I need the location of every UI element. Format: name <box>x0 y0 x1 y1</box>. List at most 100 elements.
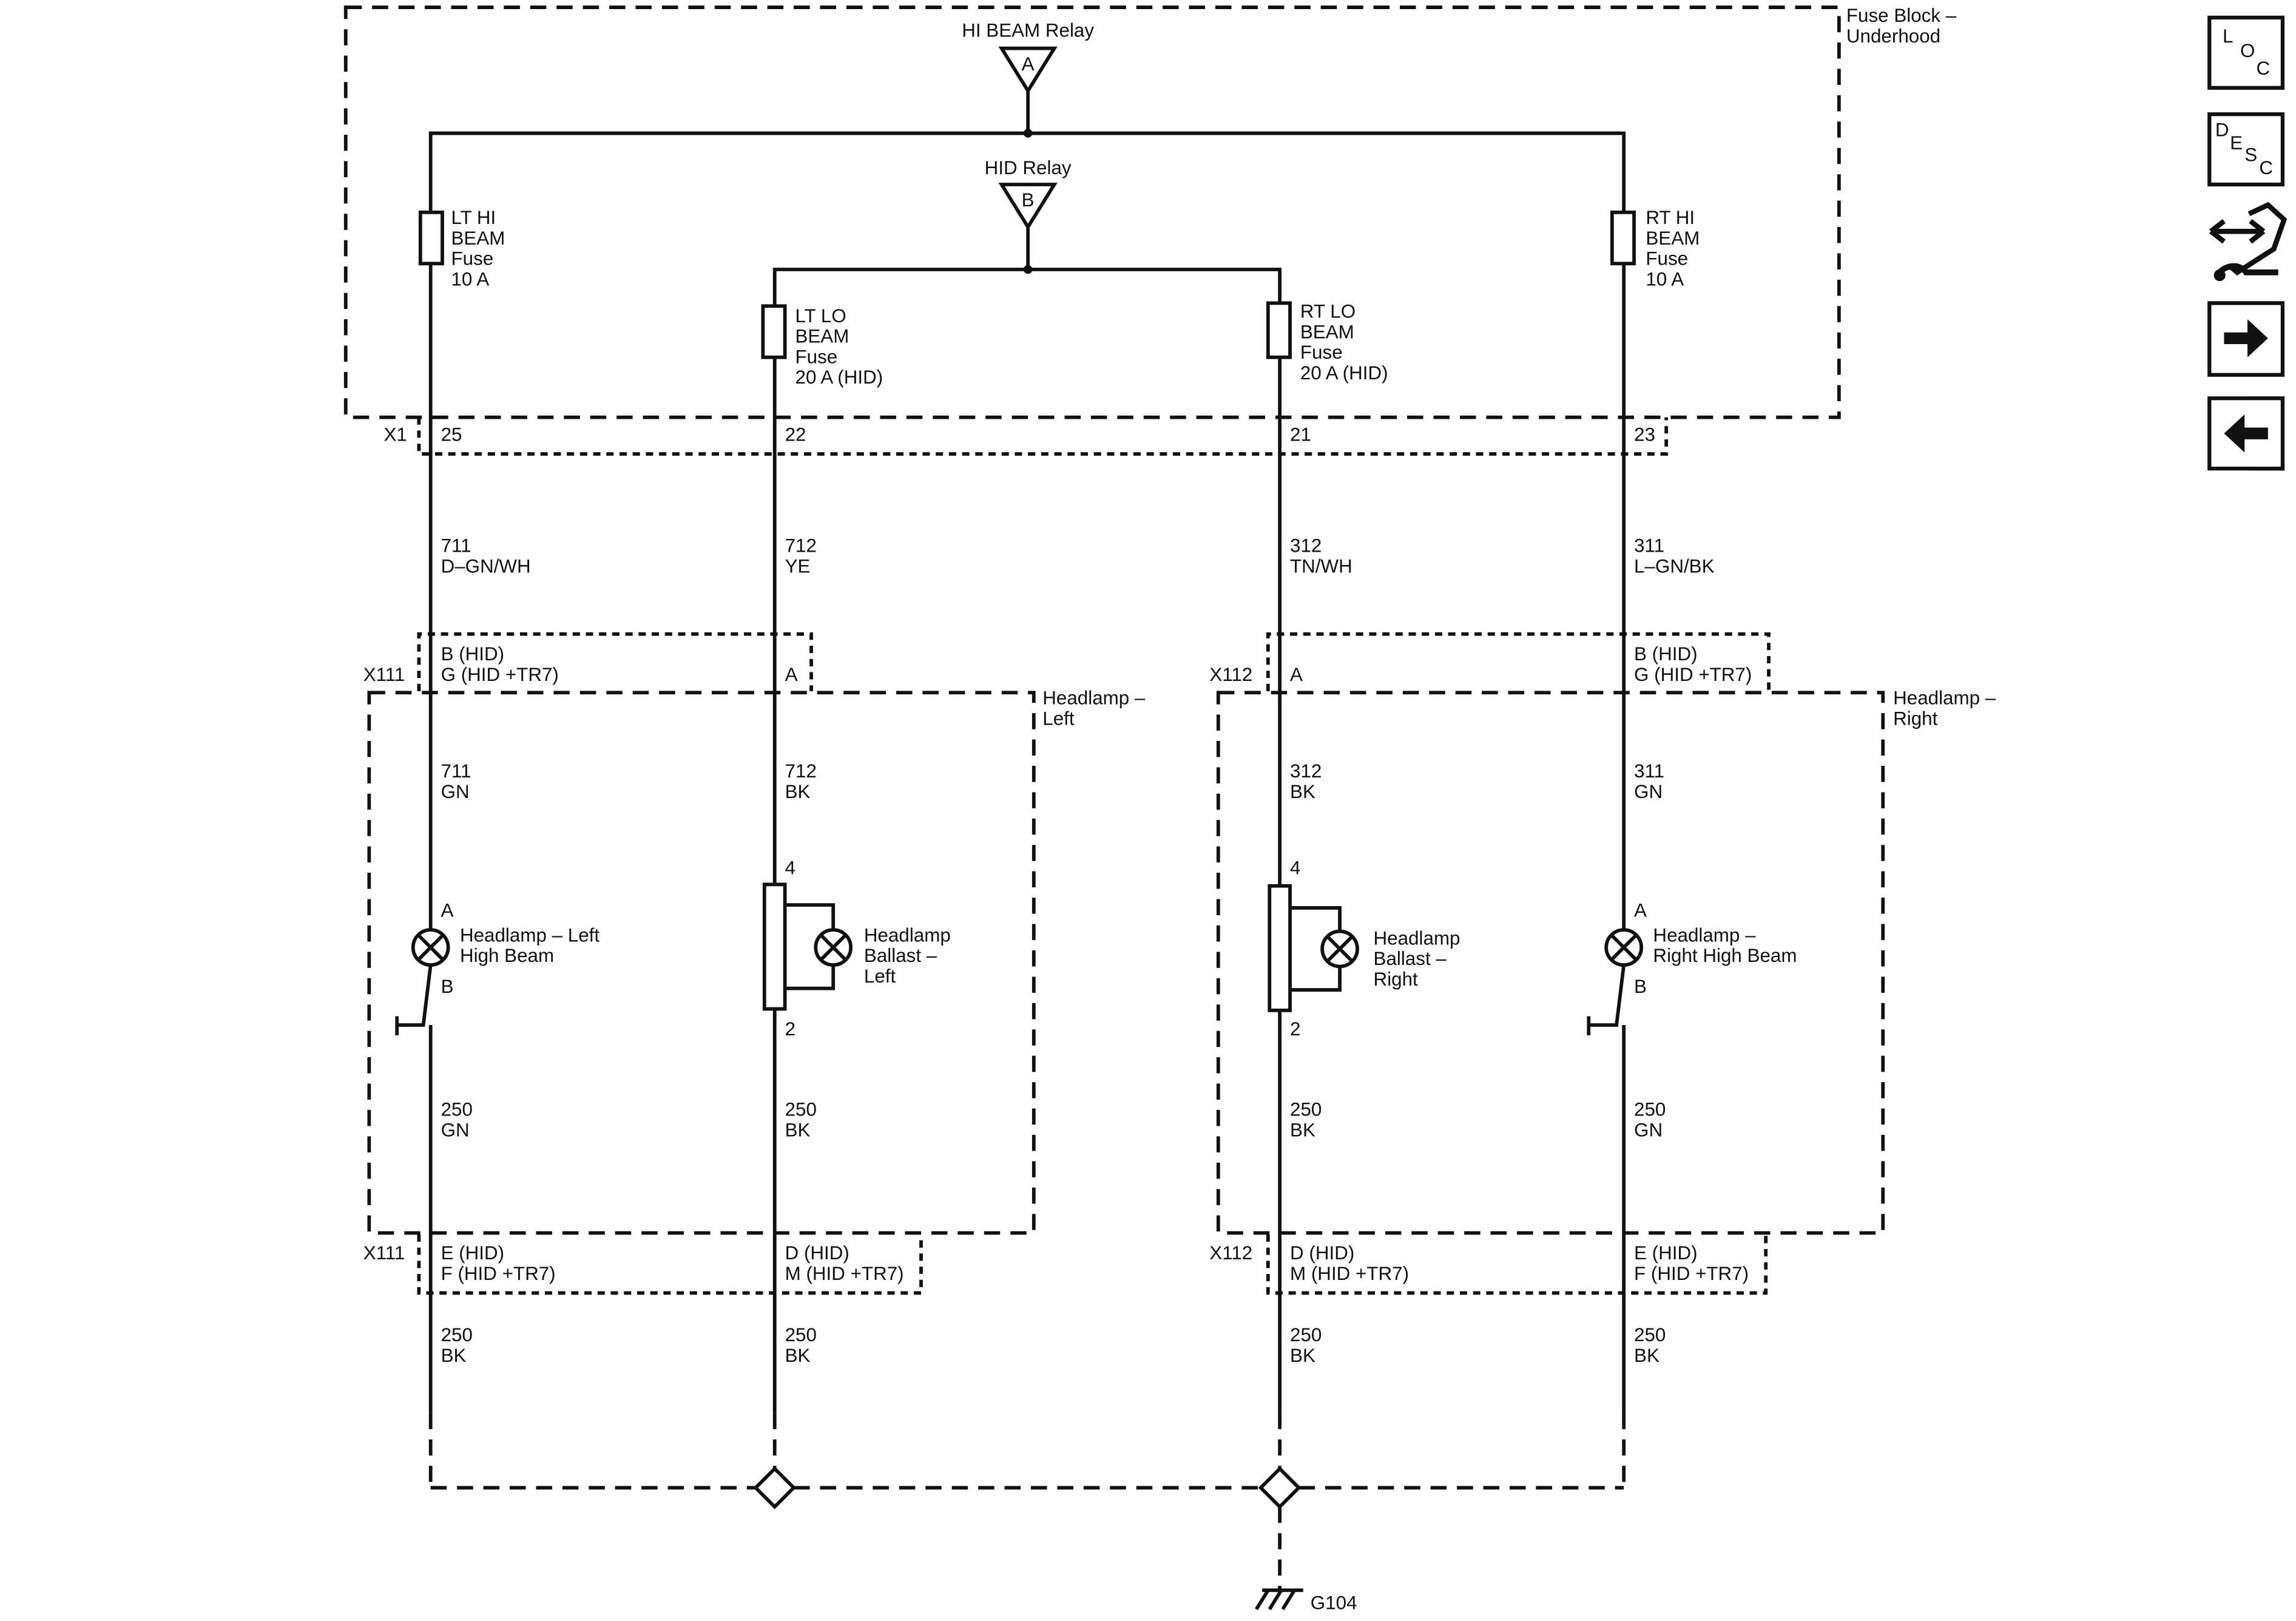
hid-relay: HID Relay B <box>985 157 1072 274</box>
connector-pin: G (HID +TR7) <box>1634 664 1752 685</box>
loc-button-letter: C <box>2257 58 2271 79</box>
ballast-label: Headlamp <box>864 924 951 946</box>
wire-color: BK <box>1290 781 1315 802</box>
headlamp-right-assembly: Headlamp – Right <box>1216 688 1996 1235</box>
relay-triangle-icon <box>998 46 1058 95</box>
ballast-label: Headlamp <box>1374 927 1460 949</box>
loc-button-letter: L <box>2223 25 2233 47</box>
circuit-number: 250 <box>1290 1324 1322 1345</box>
lt-lo-beam-fuse: LT LO BEAM Fuse 20 A (HID) <box>761 304 883 388</box>
fuse-icon <box>418 210 444 266</box>
desc-button[interactable]: D E S C <box>2207 112 2285 187</box>
circuit-number: 250 <box>1634 1324 1666 1345</box>
wire-color: GN <box>1634 781 1663 802</box>
fuse-block-label: Underhood <box>1846 25 1940 47</box>
fuse-icon <box>1610 210 1636 266</box>
headlamp-ballast-left: 4 2 Headlamp Ballast – Left <box>762 857 951 1040</box>
ground-label: G104 <box>1311 1592 1357 1614</box>
next-page-button[interactable] <box>2207 301 2285 377</box>
lt-hi-beam-fuse: LT HI BEAM Fuse 10 A <box>418 207 505 290</box>
circuit-number: 312 <box>1290 760 1322 782</box>
ballast-icon <box>1268 884 1292 1012</box>
hi-beam-relay-label: HI BEAM Relay <box>962 19 1094 41</box>
hid-relay-label: HID Relay <box>985 157 1072 178</box>
previous-page-button[interactable] <box>2207 396 2285 471</box>
hi-beam-bus <box>428 131 1626 212</box>
circuit-number: 311 <box>1634 760 1664 782</box>
circuit-number: 250 <box>441 1324 473 1345</box>
fuse-label: LT HI <box>451 207 496 228</box>
connector-end-view-button[interactable] <box>2209 201 2288 282</box>
wire-left-hi <box>395 263 433 1413</box>
splice-diamond-icon <box>1258 1466 1302 1509</box>
wire-color: YE <box>785 555 811 577</box>
fuse-label: LT LO <box>795 305 846 327</box>
headlamp-left-assembly: Headlamp – Left <box>367 688 1146 1235</box>
ballast-label: Ballast – <box>1374 948 1447 969</box>
fuse-block-underhood: Fuse Block – Underhood <box>343 5 1957 419</box>
circuit-number: 250 <box>441 1099 473 1120</box>
circuit-labels-inner: 711 GN 712 BK 312 BK 311 GN <box>441 760 1664 802</box>
connector-pin: A <box>785 664 798 685</box>
wire-color: GN <box>441 781 470 802</box>
ground-symbol-icon <box>1255 1588 1303 1611</box>
loc-button-frame <box>2207 15 2285 90</box>
fuse-label: RT LO <box>1300 301 1356 322</box>
lamp-pin: A <box>1634 899 1647 921</box>
fuse-label: BEAM <box>1646 228 1700 249</box>
circuit-number: 312 <box>1290 535 1322 557</box>
connector-x1-label: X1 <box>384 424 407 445</box>
connector-x112-bottom: X112 D (HID) M (HID +TR7) E (HID) F (HID… <box>1209 1234 1768 1295</box>
fuse-block-label: Fuse Block – <box>1846 5 1957 26</box>
wire-color: BK <box>1290 1345 1315 1366</box>
connector-x111-label: X111 <box>363 664 405 685</box>
fuse-icon <box>1266 301 1292 359</box>
circuit-number: 250 <box>785 1324 817 1345</box>
fuse-label: BEAM <box>795 326 849 347</box>
desc-button-letter: C <box>2259 157 2273 178</box>
connector-pin: E (HID) <box>441 1242 505 1264</box>
connector-x111-label: X111 <box>363 1242 405 1264</box>
connector-x112-top: X112 A B (HID) G (HID +TR7) <box>1209 632 1771 691</box>
fuse-label: BEAM <box>1300 321 1354 342</box>
desc-button-frame <box>2207 112 2285 187</box>
relay-triangle-icon <box>998 183 1058 231</box>
splice-diamond-icon <box>753 1466 797 1509</box>
lamp-bulb-icon <box>814 928 853 967</box>
wire-color: BK <box>785 1119 811 1140</box>
fuse-icon <box>761 304 787 359</box>
wire-right-hi <box>1587 263 1626 1413</box>
desc-button-letter: D <box>2215 119 2229 140</box>
wire-color: TN/WH <box>1290 555 1352 577</box>
connector-pin: B (HID) <box>441 643 505 665</box>
wire-color: L–GN/BK <box>1634 555 1715 577</box>
fuse-label: RT HI <box>1646 207 1695 228</box>
lamp-label: High Beam <box>460 945 554 966</box>
circuit-number: 250 <box>1634 1099 1666 1120</box>
lamp-pin: B <box>1634 976 1647 997</box>
wire-color: BK <box>785 1345 811 1366</box>
ballast-icon <box>762 882 787 1011</box>
circuit-number: 250 <box>1290 1099 1322 1120</box>
circuit-labels-ground-outer: 250 BK 250 BK 250 BK 250 BK <box>441 1324 1666 1366</box>
loc-button[interactable]: L O C <box>2207 15 2285 90</box>
ballast-pin: 2 <box>785 1018 795 1040</box>
hi-beam-relay: HI BEAM Relay A <box>962 19 1094 138</box>
connector-pin: 25 <box>441 424 462 445</box>
ballast-pin: 4 <box>785 857 795 878</box>
circuit-labels-upper: 711 D–GN/WH 712 YE 312 TN/WH 311 L–GN/BK <box>441 535 1715 577</box>
connector-end-view-icon <box>2209 201 2288 282</box>
desc-button-letter: S <box>2244 144 2257 165</box>
lamp-bulb-icon <box>1320 929 1359 969</box>
lo-beam-bus <box>772 268 1282 306</box>
rt-lo-beam-fuse: RT LO BEAM Fuse 20 A (HID) <box>1266 301 1388 384</box>
wire-color: D–GN/WH <box>441 555 531 577</box>
circuit-labels-ground-inner: 250 GN 250 BK 250 BK 250 GN <box>441 1099 1666 1141</box>
ground-g104: G104 <box>1255 1588 1357 1614</box>
fuse-label: Fuse <box>451 248 493 269</box>
headlamp-left-label: Left <box>1042 708 1075 729</box>
fuse-label: 10 A <box>1646 269 1684 290</box>
connector-pin: E (HID) <box>1634 1242 1698 1264</box>
headlamp-right-label: Right <box>1893 708 1937 729</box>
